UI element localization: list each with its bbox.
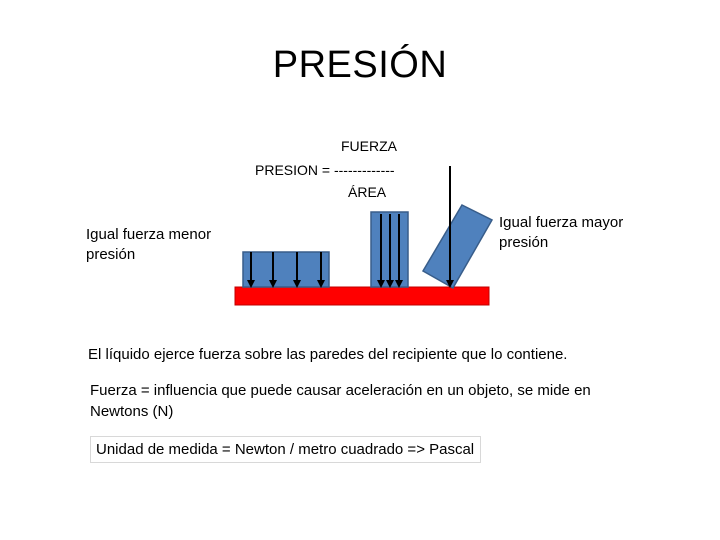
wide-block (242, 251, 330, 288)
left-caption: Igual fuerza menor presión (86, 226, 212, 263)
slide-title: PRESIÓN (272, 44, 448, 86)
paragraph-liquid: El líquido ejerce fuerza sobre las pared… (88, 346, 568, 363)
formula-numerator: FUERZA (341, 138, 397, 154)
right-caption: Igual fuerza mayor presión (499, 214, 624, 251)
paragraph-force-line1: Fuerza = influencia que puede causar ace… (90, 382, 591, 399)
paragraph-force-line2: Newtons (N) (90, 403, 174, 420)
tilted-block (421, 204, 494, 290)
formula-denominator: ÁREA (348, 184, 387, 200)
formula-lhs: PRESION = ------------- (255, 162, 395, 178)
surface-bar (234, 286, 490, 306)
paragraph-unit: Unidad de medida = Newton / metro cuadra… (90, 436, 482, 463)
